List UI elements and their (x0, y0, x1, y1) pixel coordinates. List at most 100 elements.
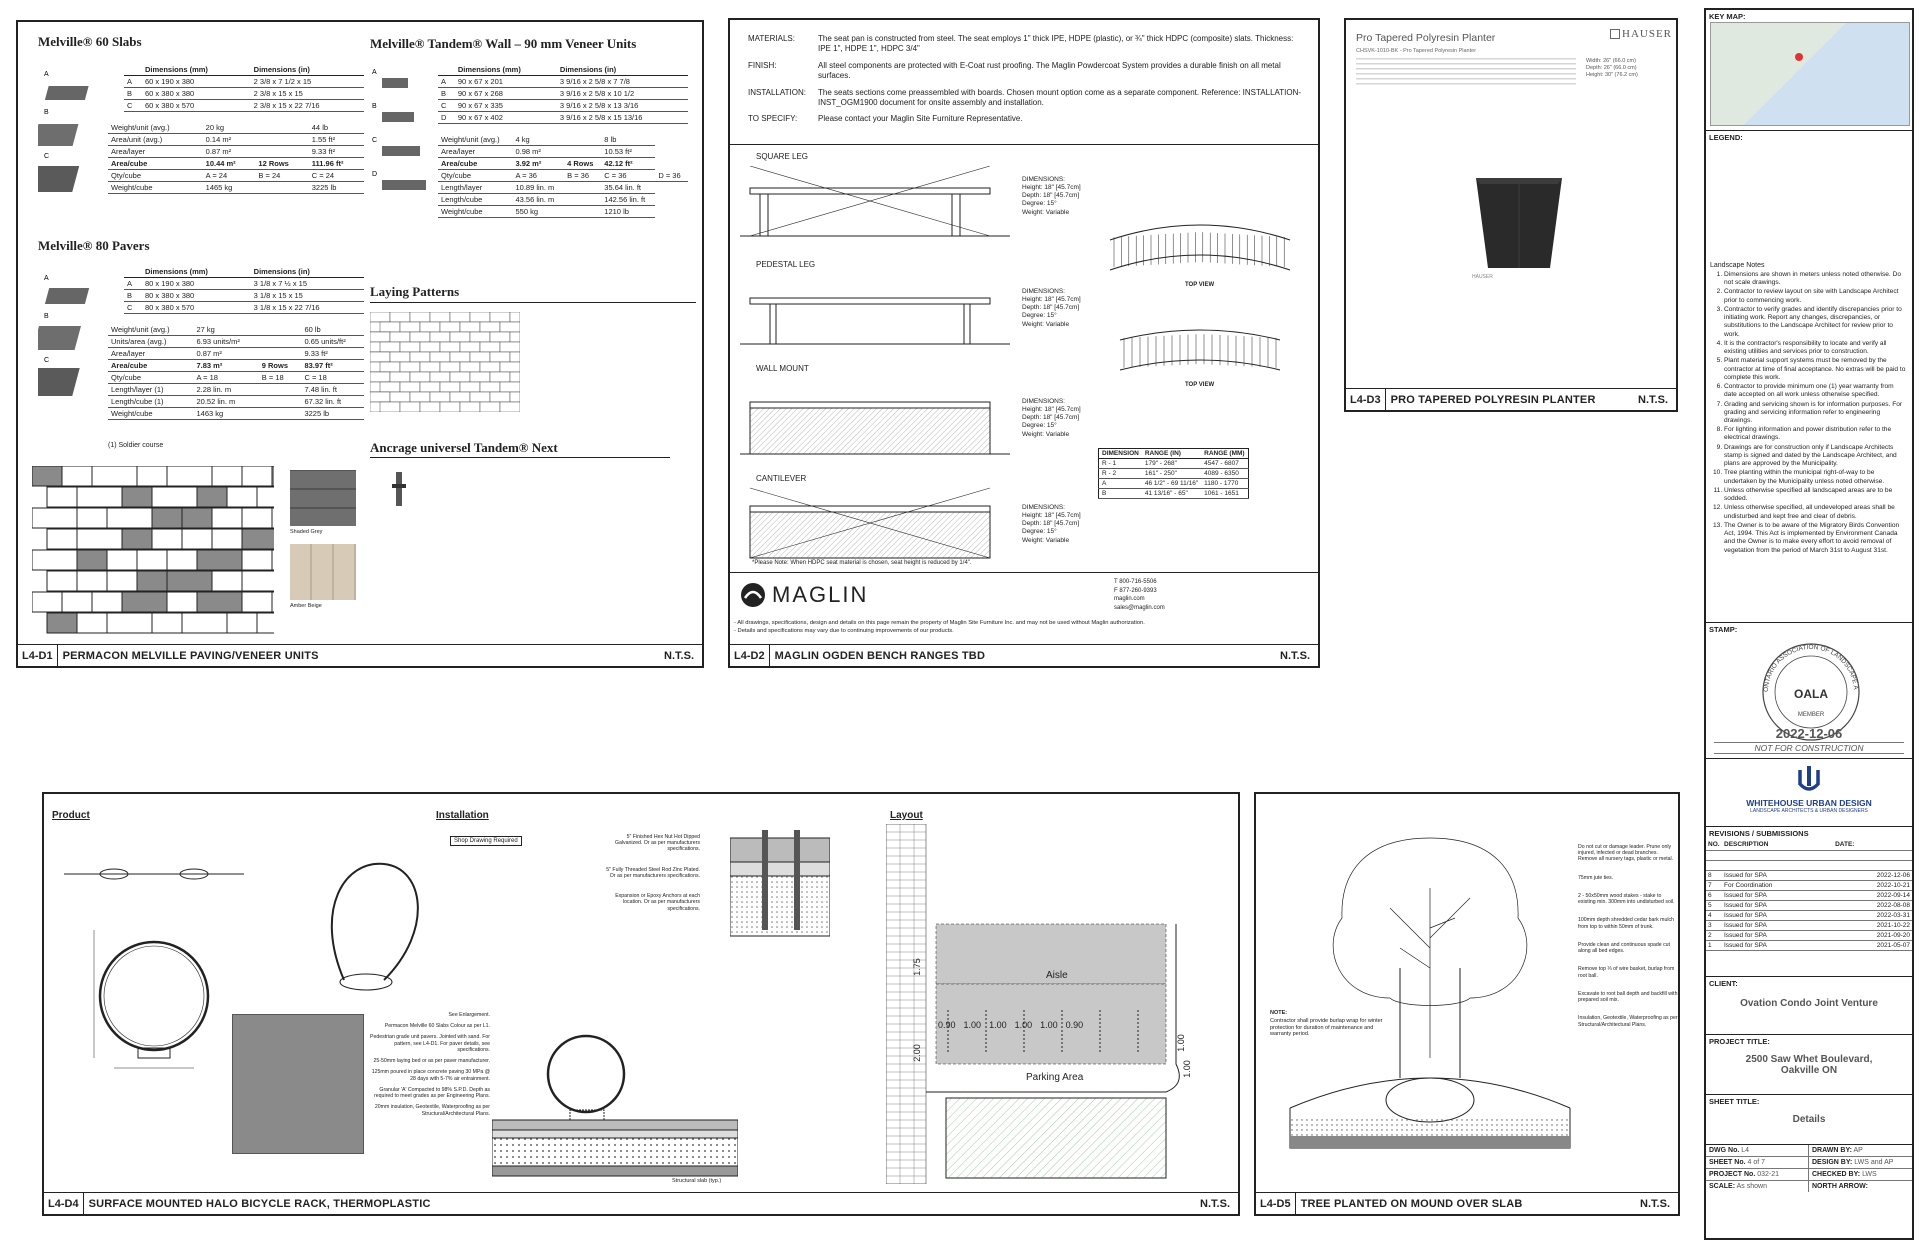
spec-key: FINISH: (748, 60, 777, 70)
layout-plan (886, 824, 1180, 1184)
dim-line: Depth: 18" [45.7cm] (1022, 304, 1080, 312)
dim-line: Depth: 18" [45.7cm] (1022, 192, 1080, 200)
layout-dim: 0.90 (1065, 1020, 1084, 1030)
tandem-samples: A B C D (370, 64, 430, 214)
tandem-prop-row-cell: Qty/cube (438, 169, 513, 182)
slabs-heading: Melville® 60 Slabs (38, 34, 142, 49)
spec-row: FINISH:All steel components are protecte… (748, 61, 1308, 82)
rev-cell: 7 (1706, 880, 1722, 891)
footer-divider (730, 572, 1318, 573)
spec-value: The seats sections come preassembled wit… (818, 87, 1302, 107)
tandem-letter-d: D (372, 171, 377, 178)
dwg-no: L4 (1741, 1147, 1750, 1154)
paver-prop-row-cell: Area/layer (108, 347, 194, 360)
landscape-note: Plant material support systems must be r… (1724, 357, 1906, 382)
dim-line: Weight: Variable (1022, 536, 1070, 544)
tree-drawing (1289, 837, 1571, 1149)
detail-l4-d3: Pro Tapered Polyresin Planter CHSVK-1010… (1344, 18, 1678, 412)
planter-image-caption: HAUSER (1472, 274, 1493, 280)
tandem-prop-row-cell: B = 36 (564, 169, 602, 182)
dim-175: 1.75 (911, 958, 922, 976)
rev-cell: 2022-12-06 (1833, 870, 1912, 881)
slab-prop-row-cell: Qty/cube (108, 169, 203, 182)
contact-line: T 800-716-5506 (1114, 579, 1157, 585)
rack-perspective-drawing (330, 862, 419, 991)
tree-callout: 100mm depth shredded cedar bark mulch fr… (1578, 917, 1675, 930)
paver-prop-row-cell: Length/layer (1) (108, 383, 194, 396)
paver-prop-row-cell: Weight/unit (avg.) (108, 324, 194, 336)
sheet-scale: As shown (1736, 1183, 1767, 1190)
tandem-row-cell: C (438, 99, 455, 112)
slab-prop-row-cell: A = 24 (202, 169, 256, 182)
tandem-row-cell: 3 9/16 x 2 5/8 x 7 7/8 (556, 75, 688, 88)
tandem-prop-row-cell: 4 Rows (564, 157, 602, 170)
paver-prop-row-cell: 3225 lb (301, 407, 364, 420)
tandem-row-cell: 90 x 67 x 335 (454, 99, 557, 112)
pavers-footnote: (1) Soldier course (108, 442, 164, 449)
install-heading: Installation (436, 810, 489, 821)
landscape-note: Dimensions are shown in meters unless no… (1724, 271, 1906, 287)
maglin-logo: MAGLIN (740, 582, 868, 608)
landscape-note: The Owner is to be aware of the Migrator… (1724, 522, 1906, 555)
spec-value: Please contact your Maglin Site Furnitur… (818, 114, 1023, 124)
paver-prop-row-cell: 0.87 m² (193, 347, 259, 360)
slab-prop-row-cell: 3225 lb (308, 181, 364, 194)
stamp-date: 2022-12-06 (1775, 726, 1843, 741)
swatch2-label: Amber Beige (290, 603, 322, 609)
sheet-title: Details (1792, 1114, 1826, 1125)
landscape-note: Contractor to provide minimum one (1) ye… (1724, 383, 1906, 399)
d1-footer: L4-D1 PERMACON MELVILLE PAVING/VENEER UN… (18, 644, 702, 666)
landscape-note: Contractor to review layout on site with… (1724, 288, 1906, 304)
dims-square: DIMENSIONS:Height: 18" [45.7cm]Depth: 18… (1022, 176, 1081, 217)
north-arrow-label: NORTH ARROW: (1812, 1183, 1868, 1190)
leg-label-pedestal: PEDESTAL LEG (756, 260, 816, 269)
paver-row-cell: 3 1/8 x 15 x 15 (250, 289, 364, 302)
laying-pattern-drawing (370, 312, 520, 412)
dim-line: Height: 18" [45.7cm] (1022, 512, 1081, 520)
paver-prop-row-cell: 83.97 ft² (301, 359, 364, 372)
paver-prop-row-cell: 2.28 lin. m (193, 383, 259, 396)
slab-prop-row-cell (255, 133, 309, 146)
install-note: See Enlargement. (448, 1012, 490, 1018)
paver-prop-row-cell: 67.32 lin. ft (301, 395, 364, 408)
project-section: PROJECT TITLE: 2500 Saw Whet Boulevard, … (1706, 1034, 1912, 1076)
disclaimer-line: - Details and specifications may vary du… (734, 627, 954, 634)
paver-row-cell: 3 1/8 x 15 x 22 7/16 (250, 301, 364, 314)
map-pin-icon (1795, 53, 1803, 61)
tree-callout: Insulation, Geotextile, Waterproofing as… (1578, 1015, 1678, 1028)
rev-cell: For Coordination (1722, 880, 1834, 891)
detail-l4-d5: NOTE: Contractor shall provide burlap wr… (1254, 792, 1680, 1216)
key-map[interactable] (1710, 22, 1910, 126)
paver-row-cell: 80 x 380 x 570 (142, 301, 251, 314)
contact-line: sales@maglin.com (1114, 605, 1165, 612)
tandem-prop-row-cell: D = 36 (655, 169, 688, 182)
tandem-row-cell: B (438, 87, 455, 100)
dims-heading: DIMENSIONS: (1022, 504, 1065, 511)
slab-prop-row-cell: 0.14 m² (202, 133, 256, 146)
tandem-prop-row-cell: 550 kg (512, 205, 565, 218)
paver-letter-c: C (44, 357, 49, 364)
design-by: LWS and AP (1854, 1159, 1894, 1166)
anchor-clip-image (392, 472, 406, 506)
slab-letter-c: C (44, 153, 49, 160)
slab-row-cell: 60 x 380 x 570 (142, 99, 251, 112)
paver-prop-row-cell: Qty/cube (108, 371, 194, 384)
rev-cell: 2022-10-21 (1833, 880, 1912, 891)
slab-prop-row-cell: Area/cube (108, 157, 203, 170)
legend-section: LEGEND: (1706, 130, 1912, 144)
tree-note: Contractor shall provide burlap wrap for… (1270, 1018, 1383, 1038)
hauser-brand: HAUSER (1622, 28, 1673, 40)
spec-row: INSTALLATION:The seats sections come pre… (748, 88, 1308, 109)
